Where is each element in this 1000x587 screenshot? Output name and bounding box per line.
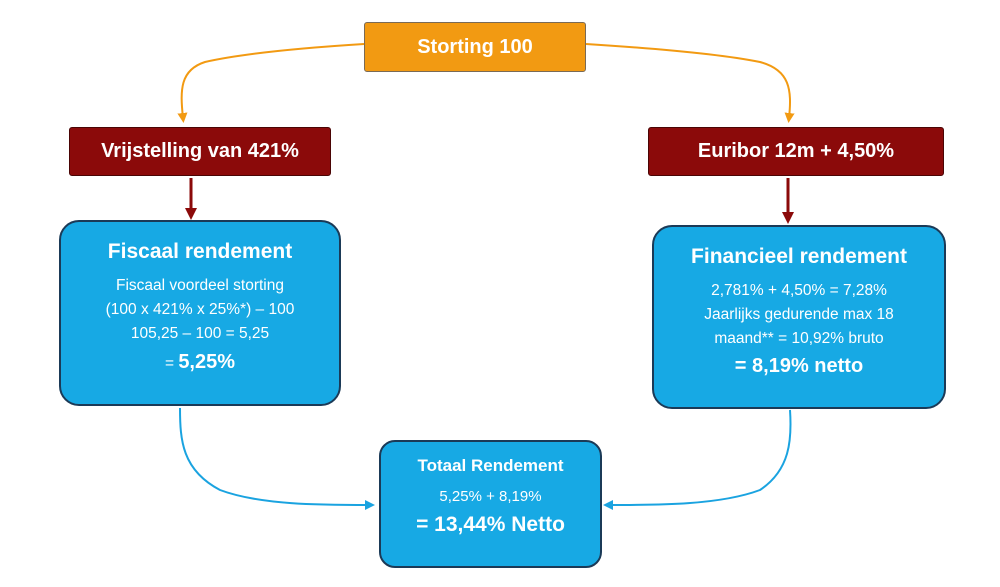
financieel-title: Financieel rendement [691, 245, 907, 268]
fiscaal-result: = 5,25% [61, 350, 339, 376]
storting-label: Storting 100 [417, 35, 533, 58]
financieel-line-1: 2,781% + 4,50% = 7,28% [711, 282, 887, 299]
totaal-title: Totaal Rendement [417, 456, 564, 475]
fiscaal-result-value: 5,25% [178, 351, 236, 373]
fiscaal-line-3: 105,25 – 100 = 5,25 [130, 325, 270, 342]
financieel-line-3: maand** = 10,92% bruto [714, 330, 884, 347]
fiscaal-line-2: (100 x 421% x 25%*) – 100 [105, 301, 295, 318]
financieel-rendement-box: Financieel rendement 2,781% + 4,50% = 7,… [652, 225, 946, 409]
totaal-rendement-box: Totaal Rendement 5,25% + 8,19% = 13,44% … [379, 440, 602, 568]
financieel-line-2: Jaarlijks gedurende max 18 [704, 306, 894, 323]
financieel-result: = 8,19% netto [734, 355, 864, 377]
totaal-result: = 13,44% Netto [416, 513, 565, 536]
fiscaal-result-prefix: = [164, 355, 179, 372]
totaal-formula: 5,25% + 8,19% [439, 488, 542, 505]
fiscaal-title: Fiscaal rendement [107, 240, 293, 263]
vrijstelling-label: Vrijstelling van 421% [101, 140, 299, 162]
arrow-top-to-right [585, 43, 795, 123]
vrijstelling-box: Vrijstelling van 421% [69, 127, 331, 176]
euribor-box: Euribor 12m + 4,50% [648, 127, 944, 176]
fiscaal-line-1: Fiscaal voordeel storting [116, 277, 284, 294]
storting-box: Storting 100 [364, 22, 586, 72]
arrow-top-to-left [177, 43, 365, 123]
arrow-left-box-to-total [179, 407, 375, 510]
fiscaal-rendement-box: Fiscaal rendement Fiscaal voordeel stort… [59, 220, 341, 406]
euribor-label: Euribor 12m + 4,50% [697, 140, 895, 162]
arrow-right-box-to-total [603, 409, 792, 510]
